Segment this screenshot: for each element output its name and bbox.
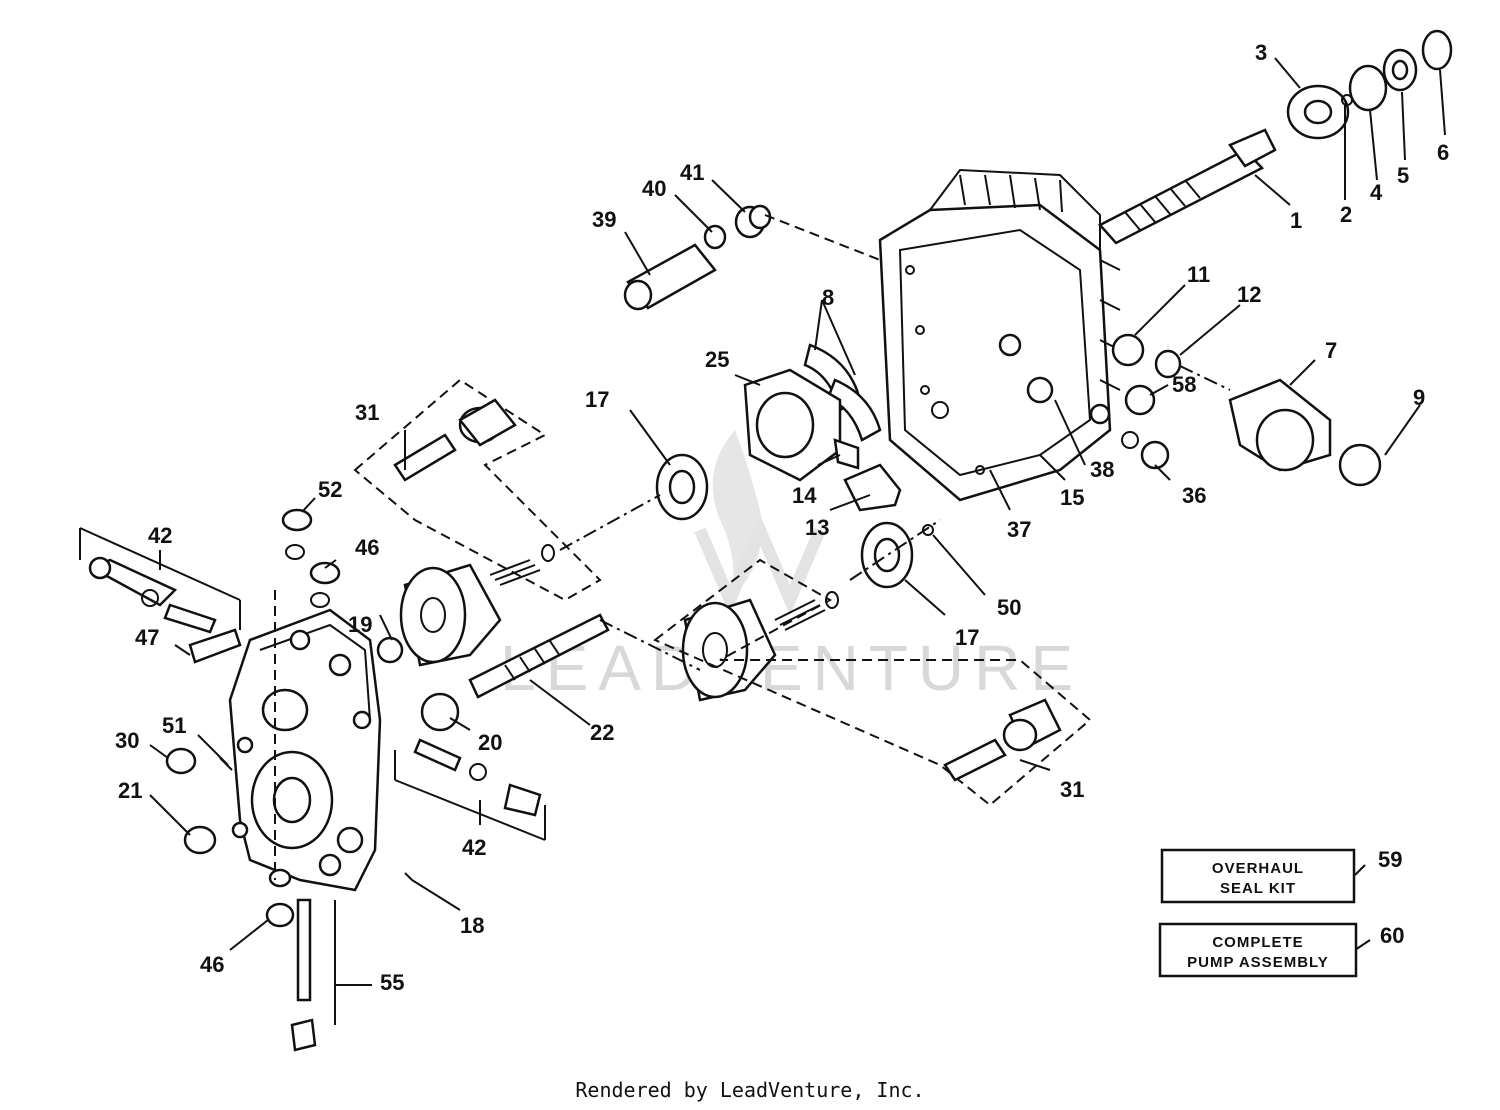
part-labels: 1 2 3 4 5 6 7 8 9 11 12 13 14 15 17 17 1…: [115, 40, 1449, 995]
part-label: 7: [1325, 338, 1337, 363]
overhaul-kit-line1: OVERHAUL: [1212, 860, 1304, 877]
part-label: 19: [348, 612, 372, 637]
right-side-parts: [1089, 333, 1382, 487]
part-label: 59: [1378, 847, 1402, 872]
part-label: 55: [380, 970, 404, 995]
part-label: 38: [1090, 457, 1114, 482]
part-label: 36: [1182, 483, 1206, 508]
part-label: 20: [478, 730, 502, 755]
end-cap: [165, 508, 413, 1052]
valve-group-42-upper: [79, 527, 241, 634]
footer-credit: Rendered by LeadVenture, Inc.: [575, 1078, 925, 1102]
part-label: 39: [592, 207, 616, 232]
part-label: 3: [1255, 40, 1267, 65]
watermark-text: LEADVENTURE: [500, 632, 1083, 704]
part-label: 4: [1370, 180, 1383, 205]
part-label: 9: [1413, 385, 1425, 410]
part-label: 22: [590, 720, 614, 745]
part-label: 17: [585, 387, 609, 412]
part-label: 46: [200, 952, 224, 977]
part-label: 47: [135, 625, 159, 650]
complete-assembly-line2: PUMP ASSEMBLY: [1187, 954, 1329, 971]
part-label: 1: [1290, 208, 1302, 233]
input-shaft: [1097, 128, 1277, 245]
part-label: 18: [460, 913, 484, 938]
complete-pump-assembly-box: COMPLETE PUMP ASSEMBLY: [1158, 922, 1358, 978]
part-label: 21: [118, 778, 142, 803]
part-label: 2: [1340, 202, 1352, 227]
part-label: 37: [1007, 517, 1031, 542]
part-label: 50: [997, 595, 1021, 620]
watermark: LEADVENTURE: [500, 430, 1083, 704]
swashplate-parts: [743, 343, 902, 512]
part-label: 14: [792, 483, 817, 508]
overhaul-kit-line2: SEAL KIT: [1220, 880, 1296, 897]
part-label: 60: [1380, 923, 1404, 948]
overhaul-seal-kit-box: OVERHAUL SEAL KIT: [1160, 848, 1356, 904]
valve-parts-upper: [623, 204, 881, 311]
part-label: 6: [1437, 140, 1449, 165]
complete-assembly-line1: COMPLETE: [1212, 934, 1303, 951]
part-label: 11: [1187, 262, 1210, 287]
leader-lines: [149, 57, 1446, 986]
part-label: 31: [355, 400, 379, 425]
bearing-and-seals: [1286, 29, 1453, 140]
part-label: 40: [642, 176, 666, 201]
part-label: 8: [822, 285, 834, 310]
valve-group-31-upper: [353, 378, 602, 602]
part-label: 25: [705, 347, 729, 372]
valve-group-31-lower: [653, 558, 1092, 807]
pump-shaft: [376, 613, 701, 732]
part-label: 51: [162, 713, 186, 738]
part-label: 58: [1172, 372, 1196, 397]
shaft-seals: [559, 453, 941, 589]
part-label: 52: [318, 477, 342, 502]
part-label: 15: [1060, 485, 1084, 510]
part-label: 17: [955, 625, 979, 650]
valve-group-42-lower: [394, 738, 546, 841]
part-label: 13: [805, 515, 829, 540]
part-label: 42: [462, 835, 486, 860]
part-label: 46: [355, 535, 379, 560]
part-label: 5: [1397, 163, 1409, 188]
part-label: 12: [1237, 282, 1261, 307]
pump-housing: [878, 168, 1121, 502]
part-label: 42: [148, 523, 172, 548]
part-label: 30: [115, 728, 139, 753]
part-label: 41: [680, 160, 704, 185]
part-label: 31: [1060, 777, 1084, 802]
